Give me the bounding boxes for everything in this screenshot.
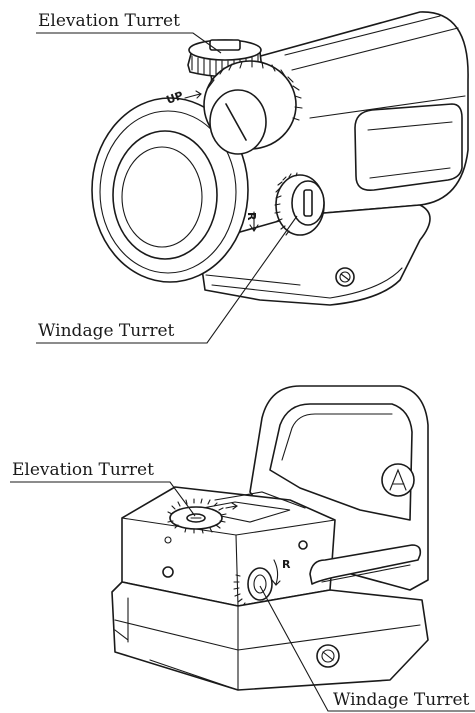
tube-adjust-knob (203, 60, 303, 155)
reflex-windage-turret (233, 567, 273, 611)
callout-bottom-elevation: Elevation Turret (10, 460, 196, 517)
callout-top-elevation-label: Elevation Turret (38, 11, 180, 31)
tube-sight: UP R (91, 11, 469, 306)
callout-bottom-windage-label: Windage Turret (333, 690, 470, 710)
callout-top-elevation: Elevation Turret (36, 11, 222, 54)
reflex-mount (111, 581, 429, 691)
reflex-logo (381, 463, 415, 497)
reflex-side-clip (309, 544, 422, 585)
callout-top-windage: Windage Turret (36, 215, 298, 344)
right-mark-bottom: R (282, 558, 291, 571)
callout-bottom-elevation-label: Elevation Turret (12, 460, 154, 480)
callout-top-windage-label: Windage Turret (38, 321, 175, 341)
up-mark: UP (165, 89, 185, 107)
front-screw (162, 566, 174, 578)
objective-lens (112, 130, 218, 260)
reflex-sight: R (111, 385, 429, 691)
callout-bottom-windage: Windage Turret (259, 585, 475, 712)
right-mark-top: R (245, 212, 258, 221)
side-recess (354, 103, 463, 192)
reflex-elevation-turret (167, 498, 227, 534)
tube-windage-turret (274, 172, 325, 236)
reflex-window (269, 403, 413, 521)
